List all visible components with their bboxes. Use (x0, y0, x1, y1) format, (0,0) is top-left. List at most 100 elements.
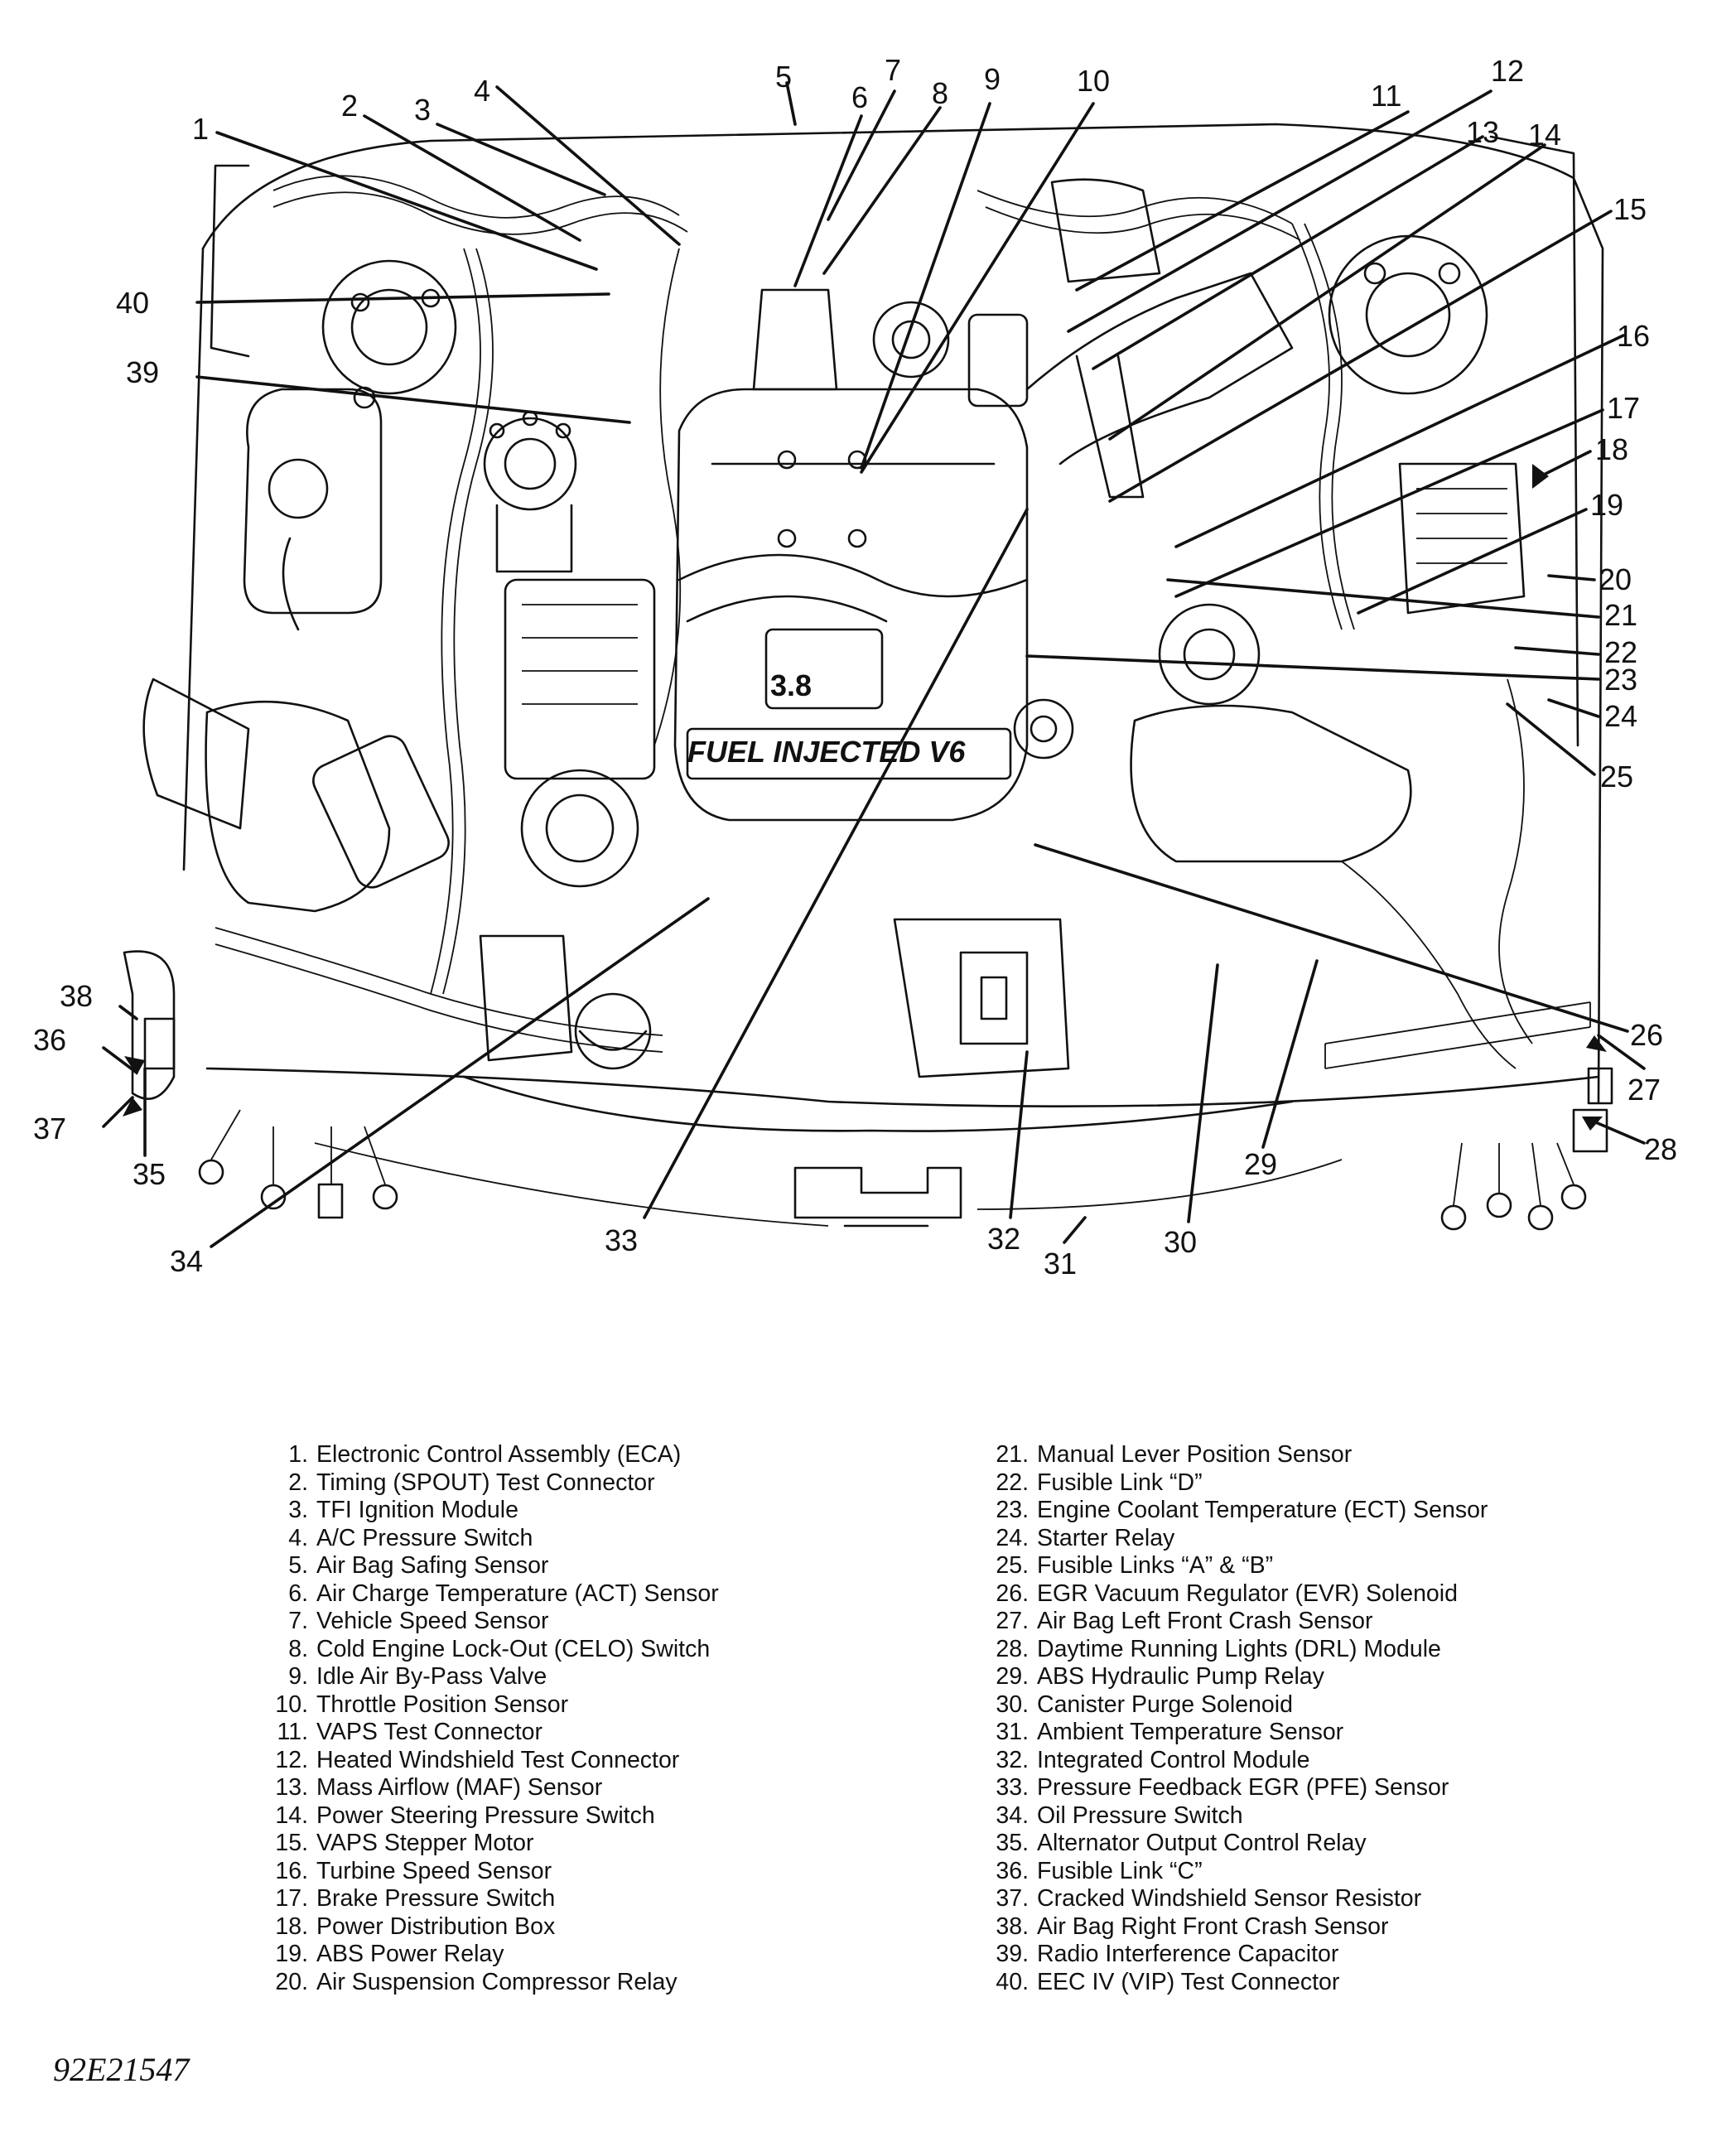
legend-item: 21. Manual Lever Position Sensor (969, 1441, 1615, 1469)
callout-24: 24 (1604, 699, 1637, 733)
callout-16: 16 (1617, 319, 1650, 353)
callout-32: 32 (987, 1222, 1020, 1256)
legend-number: 17. (275, 1885, 308, 1912)
legend-label: Power Distribution Box (316, 1913, 556, 1940)
callout-40: 40 (116, 286, 149, 320)
engine-line-art: 3.8 FUEL INJECTED V6 (123, 123, 1613, 1231)
callout-1: 1 (192, 112, 209, 146)
legend-item: 27.Air Bag Left Front Crash Sensor (969, 1608, 1615, 1636)
legend-number: 11. (277, 1719, 308, 1745)
legend-number: 15. (275, 1830, 308, 1856)
legend-number: 27. (996, 1608, 1029, 1634)
callout-13: 13 (1466, 115, 1499, 149)
legend-item: 12.Heated Windshield Test Connector (248, 1747, 895, 1775)
legend-label: Air Charge Temperature (ACT) Sensor (316, 1580, 719, 1607)
callout-20: 20 (1599, 562, 1632, 596)
callout-3: 3 (414, 93, 431, 127)
legend-number: 23. (996, 1497, 1029, 1523)
callout-6: 6 (851, 80, 868, 114)
legend-item: 22. Fusible Link “D” (969, 1469, 1615, 1498)
callout-12: 12 (1491, 54, 1524, 88)
legend-number: 32. (996, 1746, 1029, 1773)
legend-number: 19. (275, 1941, 308, 1967)
callout-10: 10 (1077, 64, 1110, 98)
callout-4: 4 (474, 74, 490, 108)
legend-number: 25. (996, 1552, 1029, 1579)
legend-label: A/C Pressure Switch (316, 1524, 533, 1551)
legend-number: 40. (996, 1968, 1029, 1995)
callout-36: 36 (33, 1023, 66, 1057)
callout-15: 15 (1613, 192, 1647, 226)
legend-number: 10. (275, 1691, 308, 1718)
component-legend: 1.Electronic Control Assembly (ECA)2.Tim… (248, 1441, 1590, 2021)
legend-number: 21. (996, 1441, 1029, 1468)
legend-number: 4. (288, 1524, 308, 1551)
callout-18: 18 (1595, 432, 1628, 466)
callout-28: 28 (1644, 1132, 1677, 1166)
legend-number: 34. (996, 1802, 1029, 1829)
legend-number: 9. (288, 1663, 308, 1690)
legend-number: 7. (288, 1608, 308, 1634)
legend-label: Cold Engine Lock-Out (CELO) Switch (316, 1635, 711, 1662)
legend-label: Integrated Control Module (1037, 1746, 1310, 1773)
legend-label: Ambient Temperature Sensor (1037, 1719, 1344, 1745)
callout-26: 26 (1630, 1018, 1663, 1052)
callout-8: 8 (932, 76, 948, 110)
callout-11: 11 (1371, 79, 1401, 113)
legend-label: Pressure Feedback EGR (PFE) Sensor (1037, 1774, 1449, 1801)
legend-number: 22. (996, 1469, 1029, 1496)
legend-label: Vehicle Speed Sensor (316, 1608, 549, 1634)
legend-number: 16. (275, 1857, 308, 1884)
legend-item: 29.ABS Hydraulic Pump Relay (969, 1663, 1615, 1691)
callout-30: 30 (1164, 1225, 1197, 1259)
legend-number: 36. (996, 1857, 1029, 1884)
legend-number: 26. (996, 1580, 1029, 1607)
legend-item: 30.Canister Purge Solenoid (969, 1691, 1615, 1720)
legend-item: 14. Power Steering Pressure Switch (248, 1802, 895, 1831)
legend-number: 24. (996, 1524, 1029, 1551)
legend-label: Fusible Link “C” (1037, 1857, 1203, 1884)
legend-item: 37.Cracked Windshield Sensor Resistor (969, 1885, 1615, 1913)
legend-number: 13. (275, 1774, 308, 1801)
callout-7: 7 (885, 53, 901, 87)
legend-label: Timing (SPOUT) Test Connector (316, 1469, 655, 1496)
legend-number: 5. (288, 1552, 308, 1579)
engine-compartment-diagram: 3.8 FUEL INJECTED V6 (33, 53, 1677, 1281)
callout-14: 14 (1528, 118, 1561, 152)
legend-number: 29. (996, 1663, 1029, 1690)
legend-item: 17. Brake Pressure Switch (248, 1885, 895, 1913)
legend-number: 3. (288, 1497, 308, 1523)
legend-number: 8. (288, 1635, 308, 1662)
legend-label: Starter Relay (1037, 1524, 1175, 1551)
legend-label: Turbine Speed Sensor (316, 1857, 552, 1884)
legend-item: 2. Timing (SPOUT) Test Connector (248, 1469, 895, 1498)
callout-17: 17 (1607, 391, 1640, 425)
legend-label: Air Bag Right Front Crash Sensor (1037, 1913, 1389, 1940)
legend-item: 36. Fusible Link “C” (969, 1858, 1615, 1886)
legend-label: Power Steering Pressure Switch (316, 1802, 655, 1829)
legend-number: 14. (275, 1802, 308, 1829)
legend-label: Manual Lever Position Sensor (1037, 1441, 1353, 1468)
legend-item: 4. A/C Pressure Switch (248, 1525, 895, 1553)
legend-number: 30. (996, 1691, 1029, 1718)
legend-label: Oil Pressure Switch (1037, 1802, 1243, 1829)
legend-label: Air Suspension Compressor Relay (316, 1968, 678, 1995)
legend-item: 33.Pressure Feedback EGR (PFE) Sensor (969, 1774, 1615, 1802)
legend-number: 20. (275, 1968, 308, 1995)
legend-item: 8. Cold Engine Lock-Out (CELO) Switch (248, 1636, 895, 1664)
legend-label: Engine Coolant Temperature (ECT) Sensor (1037, 1497, 1488, 1523)
callout-23: 23 (1604, 663, 1637, 697)
callout-9: 9 (984, 62, 1001, 96)
legend-item: 23. Engine Coolant Temperature (ECT) Sens… (969, 1497, 1615, 1525)
legend-item: 40.EEC IV (VIP) Test Connector (969, 1969, 1615, 1997)
legend-number: 35. (996, 1830, 1029, 1856)
callout-lines (102, 81, 1646, 1248)
legend-label: Brake Pressure Switch (316, 1885, 556, 1912)
legend-item: 20. Air Suspension Compressor Relay (248, 1969, 895, 1997)
legend-item: 39.Radio Interference Capacitor (969, 1941, 1615, 1969)
legend-item: 5.Air Bag Safing Sensor (248, 1552, 895, 1580)
legend-number: 2. (288, 1469, 308, 1496)
legend-label: Fusible Link “D” (1037, 1469, 1203, 1496)
legend-item: 9.Idle Air By-Pass Valve (248, 1663, 895, 1691)
legend-item: 6.Air Charge Temperature (ACT) Sensor (248, 1580, 895, 1609)
